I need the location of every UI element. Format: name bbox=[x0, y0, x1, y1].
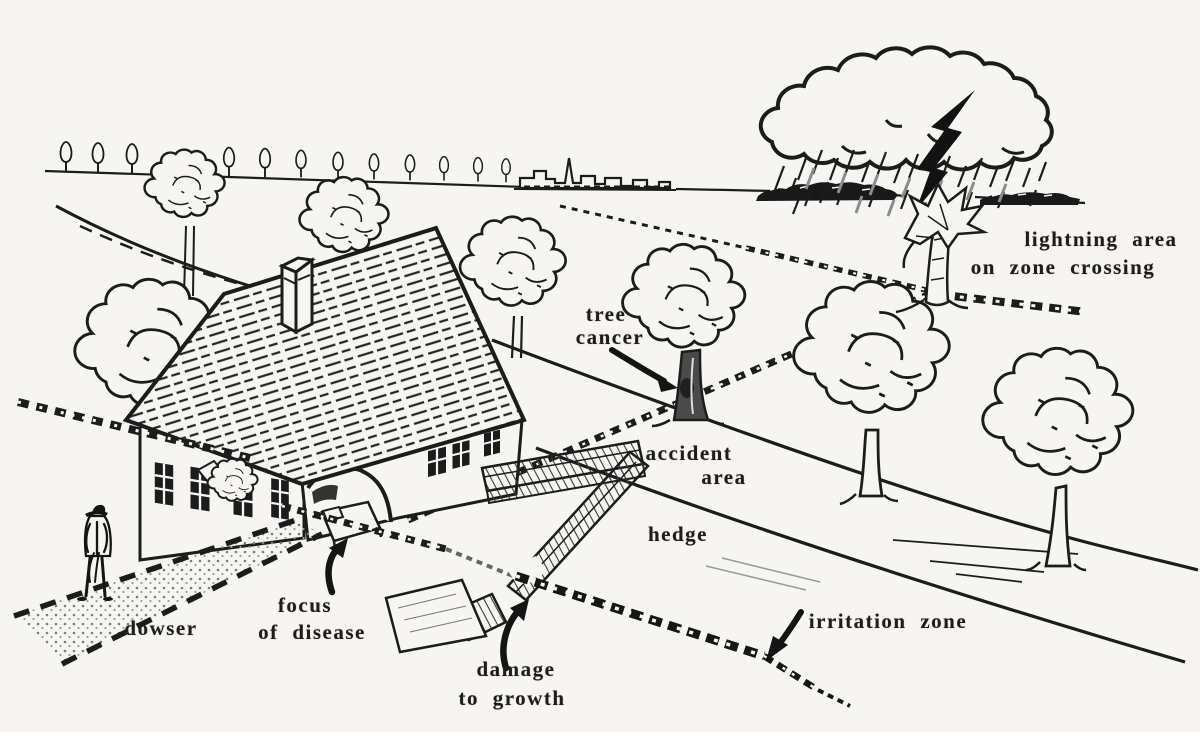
label-tree-cancer-line1: tree bbox=[585, 302, 627, 326]
lightning-bolt-icon bbox=[916, 90, 975, 210]
zone-band-through-house bbox=[17, 398, 519, 580]
hedge-blocks bbox=[384, 439, 650, 654]
label-damage-line2: to growth bbox=[458, 686, 566, 710]
tree-cancer-arrow bbox=[609, 347, 678, 392]
label-irritation-zone: irritation zone bbox=[808, 609, 968, 633]
storm-cloud bbox=[758, 45, 1054, 219]
village-skyline bbox=[513, 157, 677, 191]
label-accident-area-line1: accident bbox=[645, 441, 733, 465]
garden-bed bbox=[384, 578, 488, 654]
irritation-arrow bbox=[766, 609, 804, 661]
tree-distant-1 bbox=[143, 148, 226, 297]
roof-hatched bbox=[122, 225, 527, 487]
tree-right-1 bbox=[792, 280, 951, 506]
tree-behind-house bbox=[458, 215, 567, 359]
shattered-tree bbox=[895, 181, 989, 314]
label-lightning-area-line2: on zone crossing bbox=[970, 255, 1156, 279]
tree-cancer bbox=[621, 242, 747, 428]
label-damage-line1: damage bbox=[476, 657, 556, 681]
label-accident-area-line2: area bbox=[701, 465, 747, 489]
dowser-figure bbox=[77, 504, 113, 601]
pillow bbox=[321, 505, 345, 523]
label-lightning-area-line1: lightning area bbox=[1024, 227, 1178, 251]
label-hedge: hedge bbox=[648, 522, 708, 546]
damage-arrow bbox=[500, 599, 529, 672]
label-tree-cancer-line2: cancer bbox=[575, 325, 645, 349]
focus-arrow bbox=[325, 538, 348, 596]
annotation-arrows bbox=[325, 347, 804, 672]
cloud-outline bbox=[758, 45, 1054, 172]
tree-right-2 bbox=[981, 346, 1135, 572]
distant-treeline-right bbox=[980, 192, 1080, 205]
zone-band-irritation bbox=[514, 571, 851, 708]
label-focus-line1: focus bbox=[277, 593, 333, 617]
label-focus-line2: of disease bbox=[258, 620, 366, 644]
label-dowser: dowser bbox=[124, 616, 198, 640]
zone-band-stippled bbox=[13, 517, 324, 667]
corner-bush bbox=[196, 457, 259, 502]
house bbox=[122, 225, 527, 562]
chimney bbox=[278, 256, 316, 335]
